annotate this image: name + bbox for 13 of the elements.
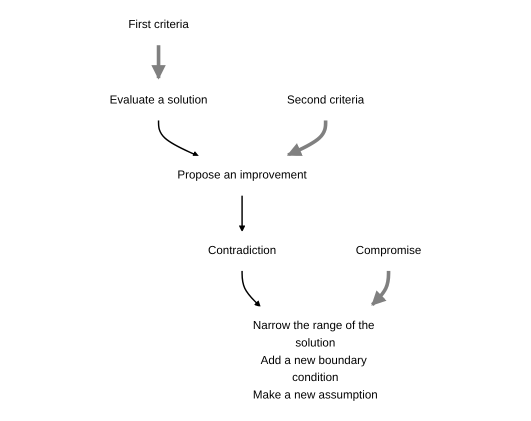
arrow: [371, 270, 390, 306]
arrow: [241, 270, 261, 307]
node-text: Narrow the range of the solution Add a new boundary condition Make a new assumption: [252, 320, 378, 402]
arrow: [158, 120, 199, 157]
node-text: Second criteria: [287, 94, 364, 106]
node-text: Compromise: [356, 244, 422, 257]
arrow: [238, 195, 246, 232]
node-text: Evaluate a solution: [110, 94, 208, 106]
node-text: Contradiction: [208, 244, 276, 257]
node-text: Propose an improvement: [177, 169, 307, 182]
arrow: [151, 44, 166, 80]
node-text: First criteria: [128, 18, 189, 32]
arrow: [286, 120, 328, 157]
